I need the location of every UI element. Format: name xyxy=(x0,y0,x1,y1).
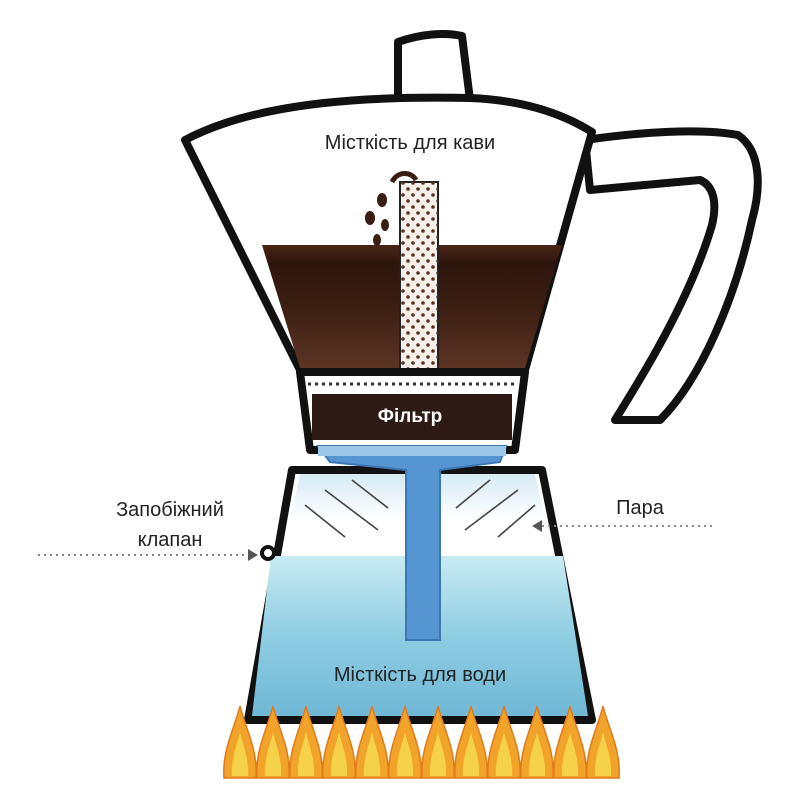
water-chamber-label: Місткість для води xyxy=(333,664,507,686)
flame-core xyxy=(528,732,546,776)
flame-core xyxy=(594,732,612,776)
flame-core xyxy=(396,732,414,776)
safety-valve-pointer xyxy=(38,549,258,561)
flame-core xyxy=(495,732,513,776)
coffee-drops-icon xyxy=(365,193,389,246)
flame-core xyxy=(561,732,579,776)
flame-core xyxy=(297,732,315,776)
handle xyxy=(581,127,762,424)
coffee-drip xyxy=(389,171,419,184)
steam-pointer xyxy=(532,520,712,532)
steam-label: Пара xyxy=(616,497,664,519)
flame-core xyxy=(264,732,282,776)
steam-arrows xyxy=(304,479,536,538)
filter-label: Фільтр xyxy=(377,406,443,427)
flame-core xyxy=(330,732,348,776)
lid-knob xyxy=(394,30,474,101)
coffee-chamber-label: Місткість для кави xyxy=(324,132,496,154)
safety-valve-label: Запобіжний клапан xyxy=(116,499,224,551)
safety-valve xyxy=(260,545,276,561)
flame-core xyxy=(231,732,249,776)
flame-core xyxy=(429,732,447,776)
flame-core xyxy=(363,732,381,776)
flame-core xyxy=(462,732,480,776)
burner-flames xyxy=(223,705,620,779)
filter-basket xyxy=(312,394,512,440)
